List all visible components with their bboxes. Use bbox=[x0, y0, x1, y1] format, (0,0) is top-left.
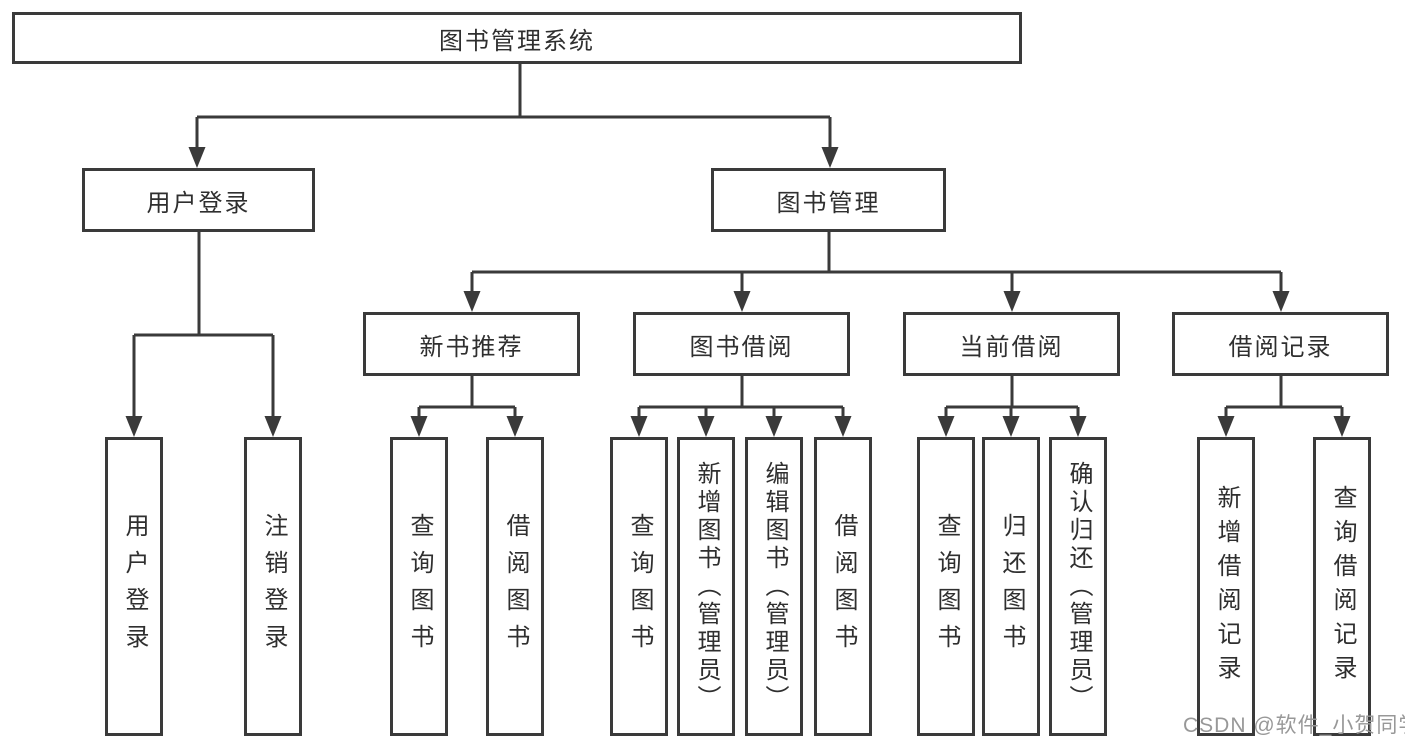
leaf-borrow-books-new-label: 借阅图书 bbox=[502, 512, 529, 661]
leaf-user-login: 用户登录 bbox=[105, 437, 163, 736]
leaf-add-borrow-record-label: 新增借阅记录 bbox=[1213, 484, 1240, 689]
node-user-login: 用户登录 bbox=[82, 168, 315, 232]
leaf-query-books-borrow-label: 查询图书 bbox=[626, 512, 653, 661]
leaf-add-book-admin-label: 新增图书（管理员） bbox=[693, 460, 720, 713]
node-book-borrow: 图书借阅 bbox=[633, 312, 850, 376]
leaf-query-borrow-record-label: 查询借阅记录 bbox=[1329, 484, 1356, 689]
leaf-borrow-books-borrow: 借阅图书 bbox=[814, 437, 872, 736]
leaf-borrow-books-new: 借阅图书 bbox=[486, 437, 544, 736]
node-new-book-recommend: 新书推荐 bbox=[363, 312, 580, 376]
leaf-logout-login-label: 注销登录 bbox=[260, 512, 287, 661]
node-borrow-records: 借阅记录 bbox=[1172, 312, 1389, 376]
node-root: 图书管理系统 bbox=[12, 12, 1022, 64]
leaf-add-book-admin: 新增图书（管理员） bbox=[677, 437, 735, 736]
leaf-return-books: 归还图书 bbox=[982, 437, 1040, 736]
leaf-query-books-new: 查询图书 bbox=[390, 437, 448, 736]
leaf-borrow-books-borrow-label: 借阅图书 bbox=[830, 512, 857, 661]
leaf-logout-login: 注销登录 bbox=[244, 437, 302, 736]
leaf-edit-book-admin: 编辑图书（管理员） bbox=[745, 437, 803, 736]
node-book-management-label: 图书管理 bbox=[776, 189, 881, 217]
leaf-confirm-return-admin-label: 确认归还（管理员） bbox=[1065, 460, 1092, 713]
node-book-management: 图书管理 bbox=[711, 168, 946, 232]
leaf-query-borrow-record: 查询借阅记录 bbox=[1313, 437, 1371, 736]
node-current-borrow: 当前借阅 bbox=[903, 312, 1120, 376]
leaf-user-login-label: 用户登录 bbox=[121, 512, 148, 661]
node-current-borrow-label: 当前借阅 bbox=[959, 333, 1064, 361]
leaf-query-books-borrow: 查询图书 bbox=[610, 437, 668, 736]
leaf-confirm-return-admin: 确认归还（管理员） bbox=[1049, 437, 1107, 736]
node-book-borrow-label: 图书借阅 bbox=[689, 333, 794, 361]
node-new-book-recommend-label: 新书推荐 bbox=[419, 333, 524, 361]
leaf-edit-book-admin-label: 编辑图书（管理员） bbox=[761, 460, 788, 713]
leaf-query-books-current: 查询图书 bbox=[917, 437, 975, 736]
node-borrow-records-label: 借阅记录 bbox=[1228, 333, 1333, 361]
leaf-return-books-label: 归还图书 bbox=[998, 512, 1025, 661]
leaf-query-books-new-label: 查询图书 bbox=[406, 512, 433, 661]
node-user-login-label: 用户登录 bbox=[146, 189, 251, 217]
csdn-watermark: CSDN @软件_小贺同学 bbox=[1183, 714, 1405, 737]
leaf-query-books-current-label: 查询图书 bbox=[933, 512, 960, 661]
node-root-label: 图书管理系统 bbox=[439, 27, 595, 55]
leaf-add-borrow-record: 新增借阅记录 bbox=[1197, 437, 1255, 736]
